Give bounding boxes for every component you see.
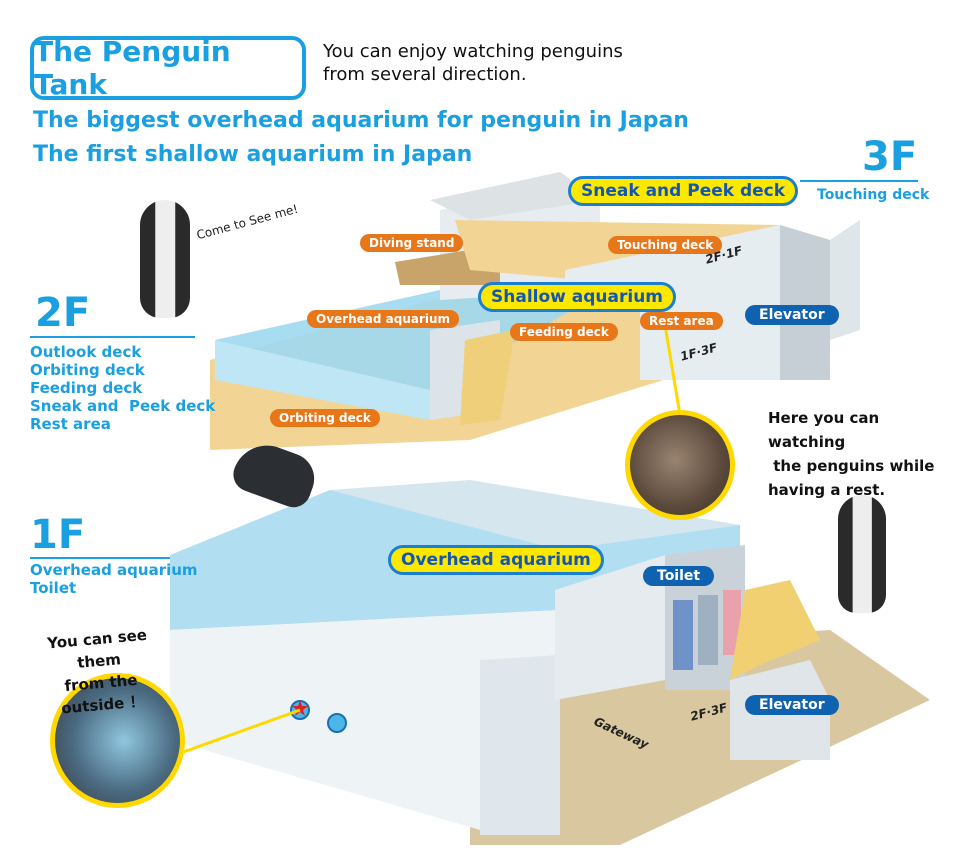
label-elevator-1f[interactable]: Elevator [745,695,839,715]
toilet-building [555,555,665,700]
label-toilet[interactable]: Toilet [643,566,715,586]
floor-2f-label: 2F [35,290,91,336]
label-elevator-2f[interactable]: Elevator [745,305,839,325]
label-feeding-deck[interactable]: Feeding deck [510,323,618,341]
label-rest-area[interactable]: Rest area [640,312,723,330]
aquarium-wall [170,610,560,830]
caption-line: the penguins while [768,457,935,475]
window-port [327,713,347,733]
rest-area-photo [625,410,735,520]
headline: The biggest overhead aquarium for pengui… [33,108,689,133]
floor-item: Overhead aquarium [30,561,198,579]
floor-3f-item: Touching deck [817,187,930,203]
caption-line: having a rest. [768,481,886,499]
toilet-men-icon [673,600,693,670]
outside-view-photo [50,673,185,808]
outside-caption: You can see them from the outside ！ [31,623,168,722]
floor-1f-list: Overhead aquarium Toilet [30,561,198,597]
stairs [730,580,820,680]
tank-roof [330,480,740,550]
divider [30,557,170,559]
floor-1f-label: 1F [30,512,86,558]
penguin-standing-left [140,200,190,318]
label-diving-stand[interactable]: Diving stand [360,234,464,252]
headline: The first shallow aquarium in Japan [33,142,473,167]
subtitle-line: You can enjoy watching penguins [323,41,623,62]
toilet-accessible-icon [698,595,718,665]
label-overhead-aquarium-2f[interactable]: Overhead aquarium [307,310,460,328]
subtitle-line: from several direction. [323,64,527,85]
floor-2f-list: Outlook deck Orbiting deck Feeding deck … [30,343,215,433]
floor-item: Toilet [30,579,77,597]
floor-item: Feeding deck [30,379,143,397]
label-shallow-aquarium[interactable]: Shallow aquarium [478,282,677,312]
floor-3f-label: 3F [862,134,918,180]
elevator-tower [780,225,830,380]
label-overhead-aquarium-1f[interactable]: Overhead aquarium [388,545,604,575]
stairs-2f [460,330,515,425]
toilet-women-icon [723,590,741,655]
page-title: The Penguin Tank [30,35,306,101]
divider [800,180,918,182]
caption-line: Here you can watching [768,409,880,451]
star-marker-icon [292,700,308,716]
divider [30,336,195,338]
label-touching-deck[interactable]: Touching deck [608,236,723,254]
floor-item: Outlook deck [30,343,142,361]
rest-caption: Here you can watching the penguins while… [768,406,960,502]
label-sneak-peek-deck[interactable]: Sneak and Peek deck [568,176,799,206]
floor-item: Orbiting deck [30,361,145,379]
label-orbiting-deck[interactable]: Orbiting deck [270,409,380,427]
floor-item: Sneak and Peek deck [30,397,216,415]
subtitle: You can enjoy watching penguins from sev… [323,40,623,86]
floor-item: Rest area [30,415,111,433]
penguin-standing-right [838,495,886,613]
